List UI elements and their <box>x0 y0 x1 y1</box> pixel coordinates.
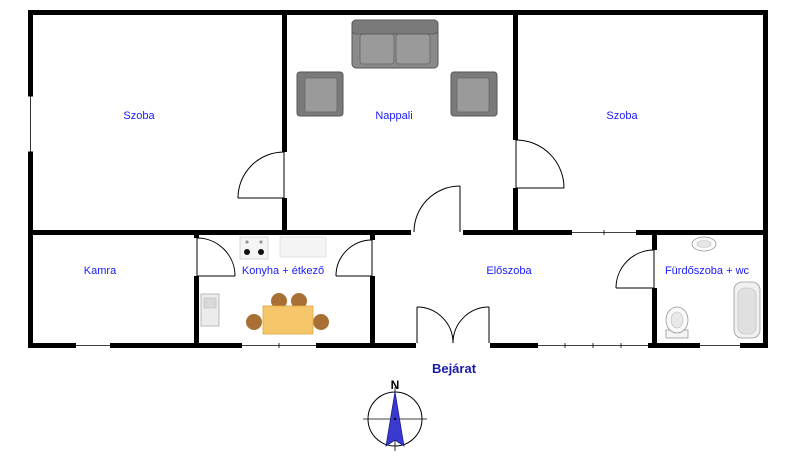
dining-table-icon <box>246 293 329 335</box>
armchair-icon <box>296 71 344 117</box>
sink-icon <box>691 236 717 252</box>
toilet-icon <box>665 306 689 339</box>
room-label-furdo: Fürdőszoba + wc <box>665 265 750 277</box>
compass-icon: N <box>363 378 427 451</box>
room-label-szoba-right: Szoba <box>606 110 638 122</box>
armchair-icon <box>450 71 498 117</box>
bathtub-icon <box>733 281 761 339</box>
room-label-szoba-left: Szoba <box>123 110 155 122</box>
entrance-label: Bejárat <box>432 361 477 376</box>
kitchen-sink-icon <box>200 293 220 327</box>
compass-north-label: N <box>391 378 400 392</box>
sofa-icon <box>351 19 439 69</box>
windows <box>28 95 740 348</box>
kitchen-counter <box>279 236 327 258</box>
room-label-eloszoba: Előszoba <box>486 265 532 277</box>
walls <box>28 10 768 348</box>
room-label-nappali: Nappali <box>375 110 412 122</box>
doors <box>194 139 657 344</box>
stove-icon <box>239 236 269 260</box>
room-label-konyha: Konyha + étkező <box>242 265 324 277</box>
room-label-kamra: Kamra <box>84 265 117 277</box>
